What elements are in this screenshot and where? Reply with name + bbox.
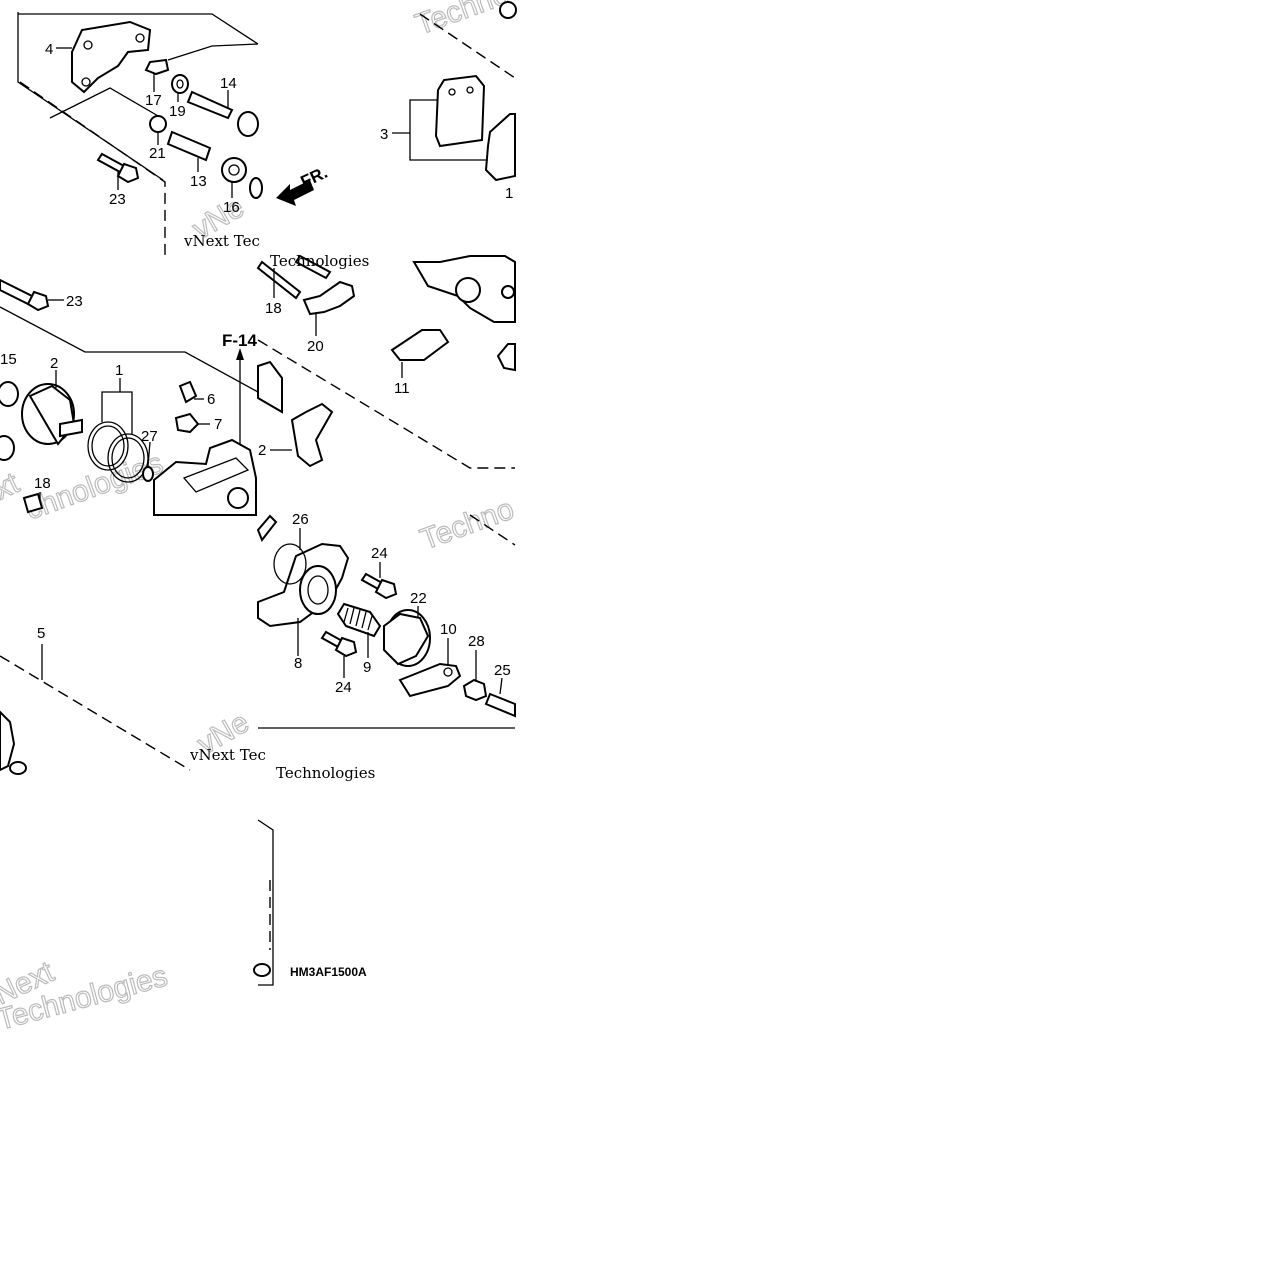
callout-7: 7 <box>214 416 222 433</box>
callout-2-left: 2 <box>50 355 58 372</box>
callout-27: 27 <box>141 428 158 445</box>
washer-21-part <box>149 115 167 133</box>
seal-part-2 <box>107 433 149 483</box>
front-direction-arrow <box>276 180 314 206</box>
watermark-technologies-bottom: Technologies <box>276 764 375 782</box>
leader-lines <box>39 47 503 695</box>
callout-13: 13 <box>190 173 207 190</box>
washer-part <box>171 74 189 94</box>
small-watermarks: vNext Tec Technologies vNext Tec Technol… <box>183 232 375 782</box>
pin-part <box>186 90 234 120</box>
callout-28: 28 <box>468 633 485 650</box>
watermark-techno-top: Techno <box>411 0 513 42</box>
callout-20: 20 <box>307 338 324 355</box>
cap-part <box>174 412 200 434</box>
callout-labels: 4 17 19 14 21 13 16 23 3 1 23 18 20 11 1… <box>0 41 513 696</box>
callout-10: 10 <box>440 621 457 638</box>
boot-part <box>221 157 247 183</box>
bracket-part <box>71 20 152 94</box>
hose-joint-part <box>0 710 16 772</box>
spring-plate-part <box>302 280 356 316</box>
callout-24-bottom: 24 <box>335 679 352 696</box>
nut-part <box>462 678 488 702</box>
clip-part <box>144 58 170 76</box>
clip-11-part <box>390 329 450 361</box>
bracket-2-part <box>290 402 334 468</box>
seal-part <box>87 421 129 471</box>
bolt-25-part <box>484 692 516 718</box>
watermark-xt-left: xt <box>0 466 25 506</box>
watermark-techno-mid: Techno <box>416 492 518 556</box>
reference-f14-label: F-14 <box>222 331 258 350</box>
callout-4: 4 <box>45 41 53 58</box>
callout-18-left: 18 <box>34 475 51 492</box>
callout-22: 22 <box>410 590 427 607</box>
brake-pad-part <box>434 74 486 148</box>
callout-16: 16 <box>223 199 240 216</box>
bleeder-part <box>178 380 198 404</box>
callout-24-top: 24 <box>371 545 388 562</box>
callout-8: 8 <box>294 655 302 672</box>
watermark-technologies-top: Technologies <box>270 252 369 270</box>
watermark-vnext-top: vNext Tec <box>183 232 260 250</box>
callout-26: 26 <box>292 511 309 528</box>
spring-part <box>336 602 382 638</box>
callout-23-mid: 23 <box>66 293 83 310</box>
callout-1-top: 1 <box>505 185 513 202</box>
slide-pin-part <box>166 130 212 162</box>
callout-15: 15 <box>0 351 17 368</box>
callout-1-mid: 1 <box>115 362 123 379</box>
callout-21: 21 <box>149 145 166 162</box>
brake-pad-part-2 <box>484 113 516 182</box>
watermark-vnext-bottom: vNext Tec <box>189 746 266 764</box>
callout-14: 14 <box>220 75 237 92</box>
callout-17: 17 <box>145 92 162 109</box>
callout-25: 25 <box>494 662 511 679</box>
diagram-code: HM3AF1500A <box>290 965 367 979</box>
callout-5: 5 <box>37 625 45 642</box>
callout-19: 19 <box>169 103 186 120</box>
callout-18-right: 18 <box>265 300 282 317</box>
part-drawings <box>0 1 517 977</box>
background-watermarks: Techno Techno vNe vNe xt chnologies Next… <box>0 0 519 1037</box>
callout-2-right: 2 <box>258 442 266 459</box>
callout-23-top: 23 <box>109 191 126 208</box>
link-part <box>398 662 462 698</box>
callout-3: 3 <box>380 126 388 143</box>
callout-6: 6 <box>207 391 215 408</box>
callout-9: 9 <box>363 659 371 676</box>
pin-18-part <box>256 260 302 300</box>
callout-11: 11 <box>394 380 410 397</box>
bolt-part-top <box>96 152 126 174</box>
